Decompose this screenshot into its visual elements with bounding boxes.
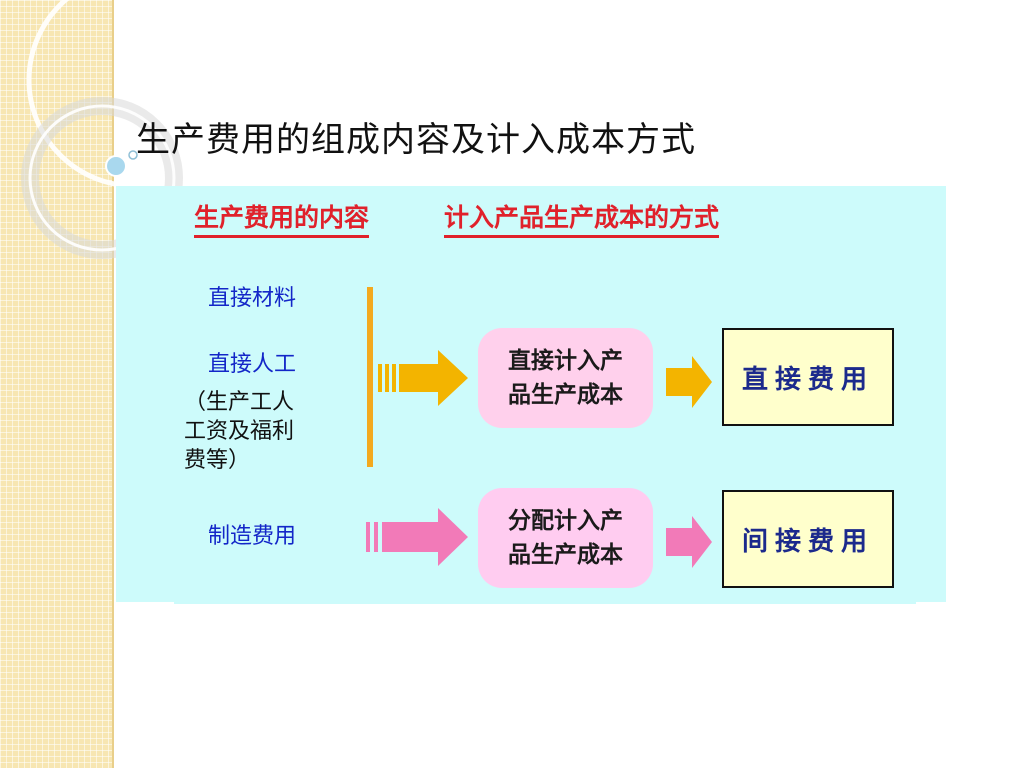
process-direct-box: 直接计入产 品生产成本 — [478, 328, 653, 428]
item-manufacturing-overhead: 制造费用 — [208, 524, 297, 549]
panel-edge — [116, 602, 174, 606]
process-line: 品生产成本 — [508, 382, 623, 408]
result-direct-cost: 直接费用 — [722, 328, 894, 426]
panel-edge — [916, 602, 946, 606]
direct-labor-note: （生产工人 工资及福利 费等） — [184, 388, 334, 475]
arrow-allocated-in — [366, 508, 468, 566]
header-cost-content: 生产费用的内容 — [194, 198, 370, 238]
note-line: （生产工人 — [184, 390, 295, 415]
bracket-bar — [367, 287, 373, 467]
arrow-allocated-out — [666, 516, 712, 568]
decorative-rings — [21, 0, 244, 259]
item-direct-labor: 直接人工 — [208, 352, 297, 377]
slide-title: 生产费用的组成内容及计入成本方式 — [136, 120, 696, 160]
process-allocated-box: 分配计入产 品生产成本 — [478, 488, 653, 588]
header-cost-method: 计入产品生产成本的方式 — [444, 198, 720, 238]
note-line: 费等） — [184, 448, 251, 473]
arrow-direct-in — [378, 350, 468, 406]
process-line: 直接计入产 — [508, 348, 623, 374]
result-indirect-cost: 间接费用 — [722, 490, 894, 588]
note-line: 工资及福利 — [184, 419, 295, 444]
item-direct-material: 直接材料 — [208, 286, 297, 311]
arrow-direct-out — [666, 356, 712, 408]
process-line: 分配计入产 — [508, 508, 623, 534]
process-line: 品生产成本 — [508, 542, 623, 568]
